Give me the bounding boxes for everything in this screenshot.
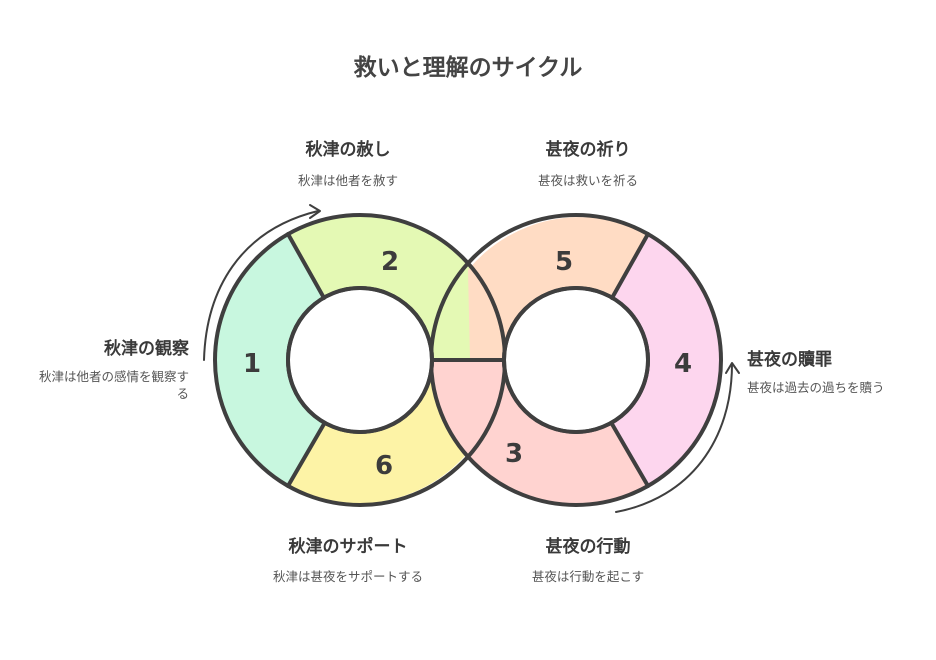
step-1-title: 秋津の観察 [104, 339, 189, 359]
divider-5-4 [610, 232, 650, 300]
step-3-title: 甚夜の行動 [545, 537, 631, 557]
step-5-description: 甚夜は救いを祈る [537, 173, 638, 188]
step-6-description: 秋津は甚夜をサポートする [272, 569, 423, 584]
step-4-title: 甚夜の贖罪 [747, 350, 832, 370]
segment-4-number: 4 [674, 349, 692, 379]
flow-arrow-right [615, 363, 733, 513]
step-4-description: 甚夜は過去の過ちを贖う [747, 380, 885, 395]
segment-1-observe [214, 234, 324, 486]
segment-1-number: 1 [243, 349, 261, 379]
diagram-title: 救いと理解のサイクル [353, 55, 583, 81]
step-2-title: 秋津の赦し [305, 140, 391, 160]
flow-arrow-right-head [725, 362, 740, 374]
divider-4-3 [610, 422, 650, 488]
step-5-title: 甚夜の祈り [545, 140, 631, 160]
segment-6-number: 6 [375, 451, 393, 481]
segment-4-atone [612, 234, 722, 486]
step-2-description: 秋津は他者を赦す [297, 173, 398, 188]
segment-3-number: 3 [505, 439, 523, 469]
segment-5-number: 5 [555, 247, 573, 277]
segment-2-number: 2 [381, 247, 399, 277]
step-6-title: 秋津のサポート [288, 537, 408, 557]
step-1-description: 秋津は他者の感情を観察する [38, 369, 189, 401]
divider-1-6 [286, 422, 326, 488]
flow-arrow-left-head [309, 204, 321, 219]
segment-2-forgive [288, 215, 504, 360]
flow-arrow-left [203, 210, 319, 361]
divider-1-2 [286, 232, 326, 300]
segment-3-act [432, 360, 648, 505]
step-3-description: 甚夜は行動を起こす [531, 569, 645, 584]
right-hole [506, 290, 646, 430]
left-hole [290, 290, 430, 430]
